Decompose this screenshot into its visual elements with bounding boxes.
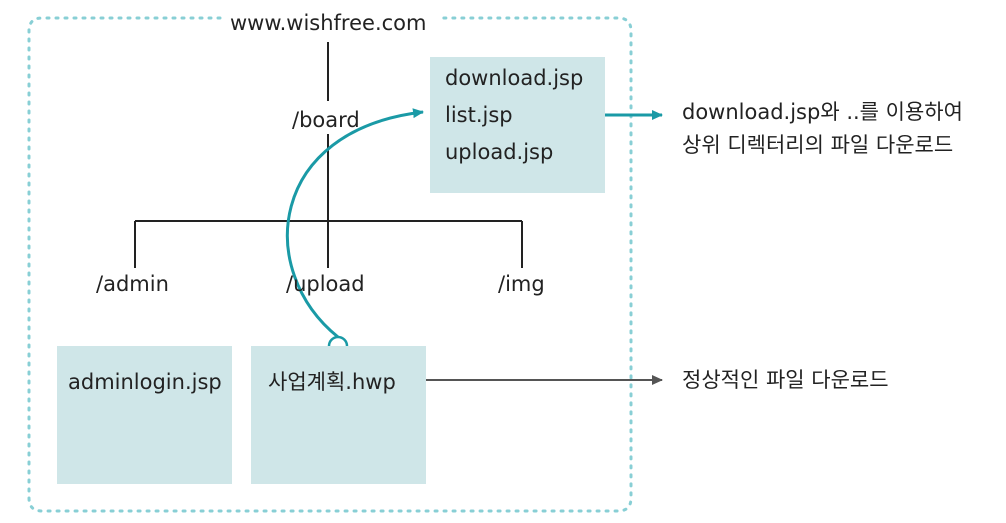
img-folder-label: /img: [498, 272, 545, 296]
upload-files-box: [251, 346, 426, 484]
file-download-jsp: download.jsp: [445, 66, 584, 90]
file-business-plan-hwp: 사업계획.hwp: [268, 370, 396, 394]
attack-annotation-line2: 상위 디렉터리의 파일 다운로드: [682, 133, 954, 157]
board-files-box: [430, 57, 605, 193]
admin-files-box: [57, 346, 232, 484]
server-boundary: [27, 16, 633, 513]
attack-annotation-line1: download.jsp와 ..를 이용하여: [682, 100, 963, 124]
traversal-arrow: [285, 108, 424, 339]
admin-folder-label: /admin: [96, 272, 169, 296]
file-adminlogin-jsp: adminlogin.jsp: [68, 370, 222, 394]
normal-annotation: 정상적인 파일 다운로드: [682, 368, 889, 392]
file-list-jsp: list.jsp: [445, 103, 513, 127]
board-folder-label: /board: [292, 108, 360, 132]
file-upload-jsp: upload.jsp: [445, 140, 554, 164]
server-domain-label: www.wishfree.com: [230, 11, 427, 35]
upload-folder-label: /upload: [286, 272, 365, 296]
